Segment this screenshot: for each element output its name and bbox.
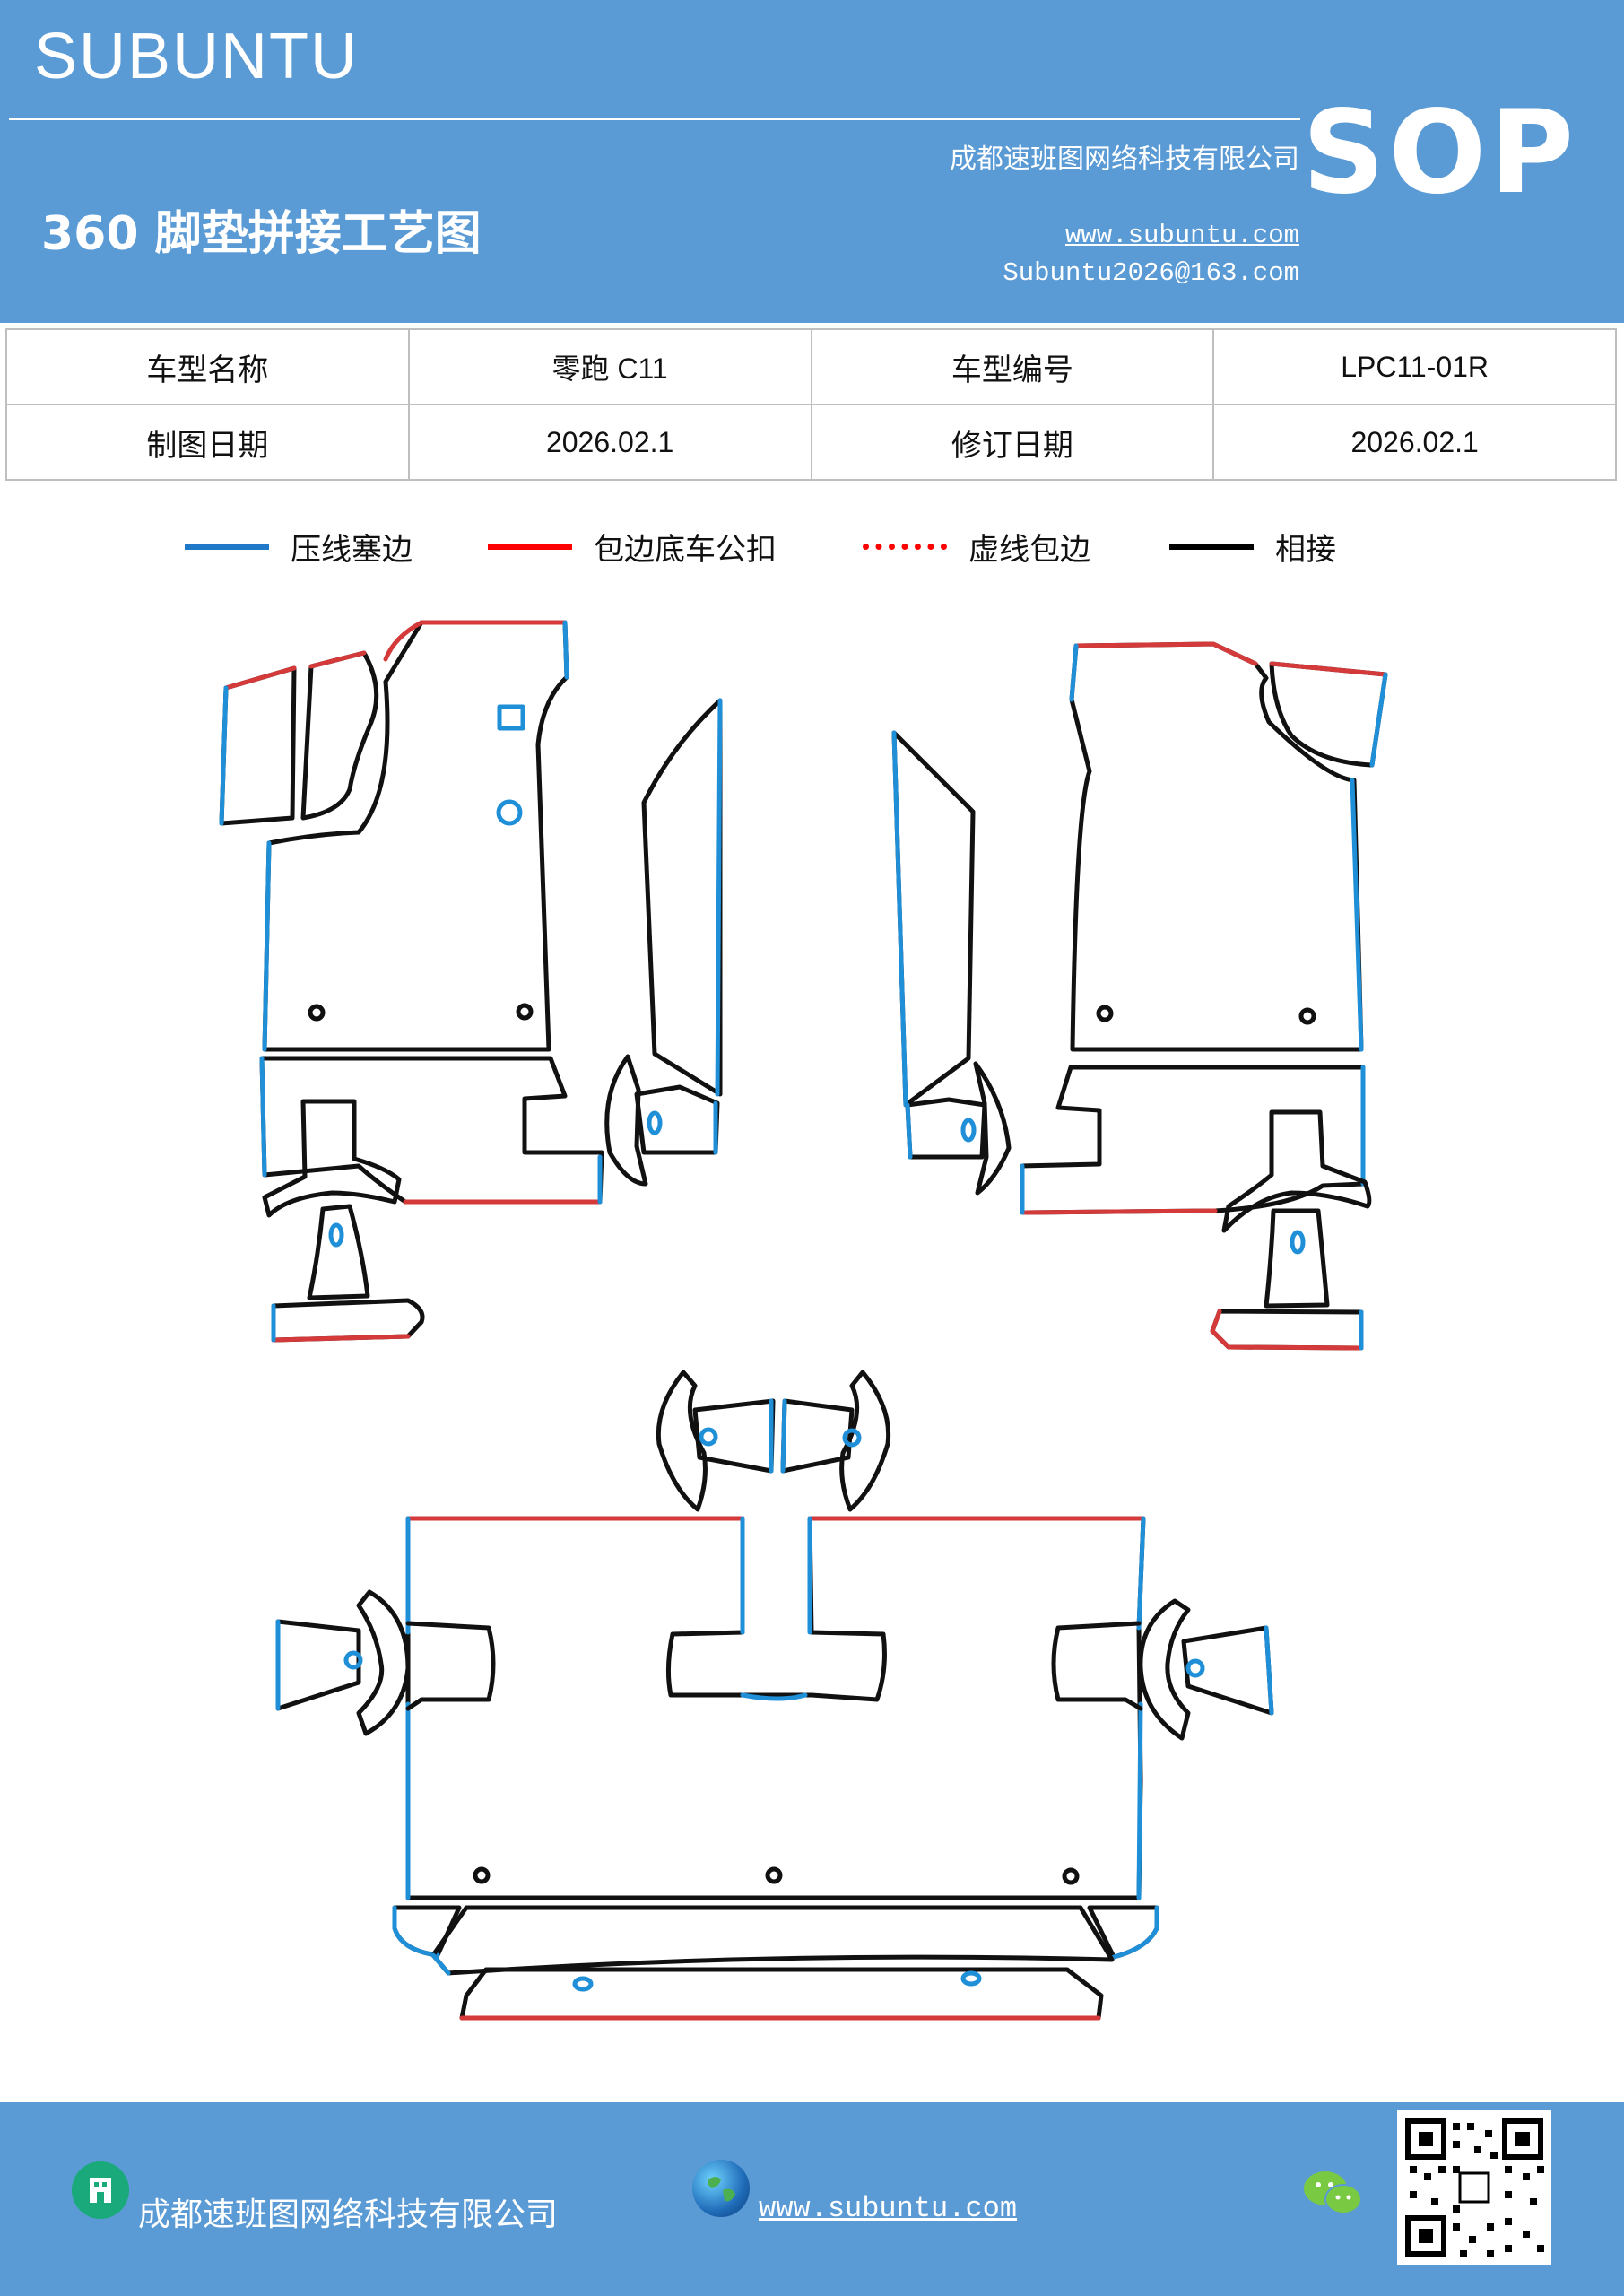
- rear-top-clip-hole: [699, 1427, 718, 1447]
- fl-lower-mat: [259, 1056, 604, 1205]
- header-divider: [9, 118, 1300, 120]
- legend-label: 相接: [1275, 531, 1336, 568]
- fl-main-mat: [262, 620, 569, 1052]
- fl-door-panel: [641, 698, 723, 1097]
- legend-label: 压线塞边: [291, 531, 413, 568]
- front-right-mat: [891, 641, 1388, 1351]
- rear-edge-strip-lower: [459, 1967, 1104, 2021]
- rear-left-clip-c: [356, 1589, 411, 1736]
- value-draw-date: 2026.02.1: [407, 404, 812, 481]
- label-model-code: 车型编号: [810, 328, 1215, 405]
- wechat-icon[interactable]: [1302, 2167, 1365, 2221]
- fr-heel-stem: [1264, 1208, 1330, 1309]
- table-row: 制图日期 2026.02.1 修订日期 2026.02.1: [5, 404, 1617, 481]
- rear-strip-clip: [960, 1970, 982, 1987]
- fr-clip-c: [973, 1061, 1012, 1196]
- rear-top-clip-left-tab: [692, 1398, 776, 1474]
- globe-icon: [692, 2160, 750, 2217]
- legend-swatch-red: [488, 543, 572, 550]
- legend-item-red-dotted: 虚线包边: [863, 524, 1090, 569]
- legend-label: 包边底车公扣: [594, 531, 777, 568]
- qr-code: [1397, 2110, 1551, 2265]
- fr-hole: [1096, 1004, 1114, 1022]
- fl-round-clip: [496, 799, 523, 826]
- fr-main-mat: [1069, 641, 1364, 1052]
- header-url-link[interactable]: www.subuntu.com: [1064, 221, 1299, 250]
- rear-edge-strip-upper: [430, 1905, 1115, 1976]
- rear-hole: [1062, 1867, 1080, 1885]
- fr-clip-oval: [1290, 1230, 1306, 1255]
- rear-left-notch: [405, 1621, 496, 1711]
- fr-hole: [1298, 1007, 1316, 1025]
- fr-edge-strip: [1210, 1309, 1364, 1351]
- legend-swatch-black: [1169, 543, 1254, 550]
- rear-hole: [765, 1866, 783, 1884]
- header-email: Subuntu2026@163.com: [1003, 258, 1299, 288]
- rear-right-clip-hole: [1185, 1658, 1205, 1678]
- brand-name: SUBUNTU: [34, 21, 360, 92]
- label-draw-date: 制图日期: [5, 404, 410, 481]
- legend-swatch-blue: [185, 543, 269, 550]
- rear-top-clip-left-c: [656, 1370, 708, 1512]
- footer-company: 成都速班图网络科技有限公司: [138, 2196, 559, 2233]
- rear-mat: [275, 1370, 1274, 2021]
- fl-edge-strip: [271, 1298, 425, 1343]
- footer-banner: 成都速班图网络科技有限公司 www.subuntu.com: [0, 2102, 1624, 2296]
- rear-top-clip-right-c: [839, 1370, 891, 1512]
- value-model-name: 零跑 C11: [407, 328, 812, 405]
- rear-hole: [473, 1866, 491, 1884]
- legend-item-red: 包边底车公扣: [488, 524, 777, 569]
- header-banner: SUBUNTU SOP 360 脚垫拼接工艺图 成都速班图网络科技有限公司 ww…: [0, 0, 1624, 323]
- legend-item-black: 相接: [1169, 524, 1336, 569]
- fl-square-clip: [497, 704, 525, 731]
- value-revision-date: 2026.02.1: [1212, 404, 1617, 481]
- rear-strip-clip: [572, 1976, 594, 1992]
- fl-clip-oval: [647, 1110, 663, 1135]
- header-company: 成都速班图网络科技有限公司: [950, 144, 1299, 175]
- fr-side-panel: [1269, 661, 1388, 768]
- rear-corner-right: [1087, 1905, 1159, 1960]
- rear-right-clip-c: [1138, 1598, 1191, 1741]
- value-model-code: LPC11-01R: [1212, 328, 1617, 405]
- fl-heel-stem: [307, 1204, 370, 1300]
- fl-side-panel-b: [300, 650, 379, 821]
- fr-clip-oval: [960, 1118, 977, 1143]
- building-icon: [72, 2161, 129, 2219]
- fl-hole: [516, 1003, 534, 1021]
- legend-swatch-red-dotted: [863, 543, 947, 550]
- rear-top-clip-hole: [842, 1428, 862, 1448]
- table-row: 车型名称 零跑 C11 车型编号 LPC11-01R: [5, 328, 1617, 405]
- fl-side-panel-a: [219, 665, 297, 826]
- rear-right-clip-tab: [1181, 1625, 1274, 1716]
- fr-lower-mat: [1020, 1065, 1366, 1215]
- footer-url-link[interactable]: www.subuntu.com: [759, 2192, 1018, 2225]
- fl-clip-oval: [328, 1222, 344, 1248]
- legend-label: 虚线包边: [968, 531, 1090, 568]
- vehicle-info-table: 车型名称 零跑 C11 车型编号 LPC11-01R 制图日期 2026.02.…: [5, 328, 1617, 481]
- rear-left-clip-hole: [343, 1650, 363, 1670]
- fr-heel-pad: [1221, 1109, 1372, 1233]
- front-left-mat: [219, 620, 723, 1343]
- rear-right-notch: [1051, 1621, 1143, 1711]
- label-model-name: 车型名称: [5, 328, 410, 405]
- label-revision-date: 修订日期: [810, 404, 1215, 481]
- fl-heel-pad: [262, 1099, 402, 1218]
- rear-top-clip-right-tab: [780, 1398, 855, 1474]
- legend-item-blue: 压线塞边: [185, 524, 413, 569]
- document-title: 360 脚垫拼接工艺图: [41, 207, 482, 261]
- sop-label: SOP: [1302, 86, 1577, 220]
- fl-hole: [308, 1004, 326, 1022]
- rear-main-mat: [405, 1516, 1146, 1900]
- fl-clip-c: [604, 1054, 648, 1187]
